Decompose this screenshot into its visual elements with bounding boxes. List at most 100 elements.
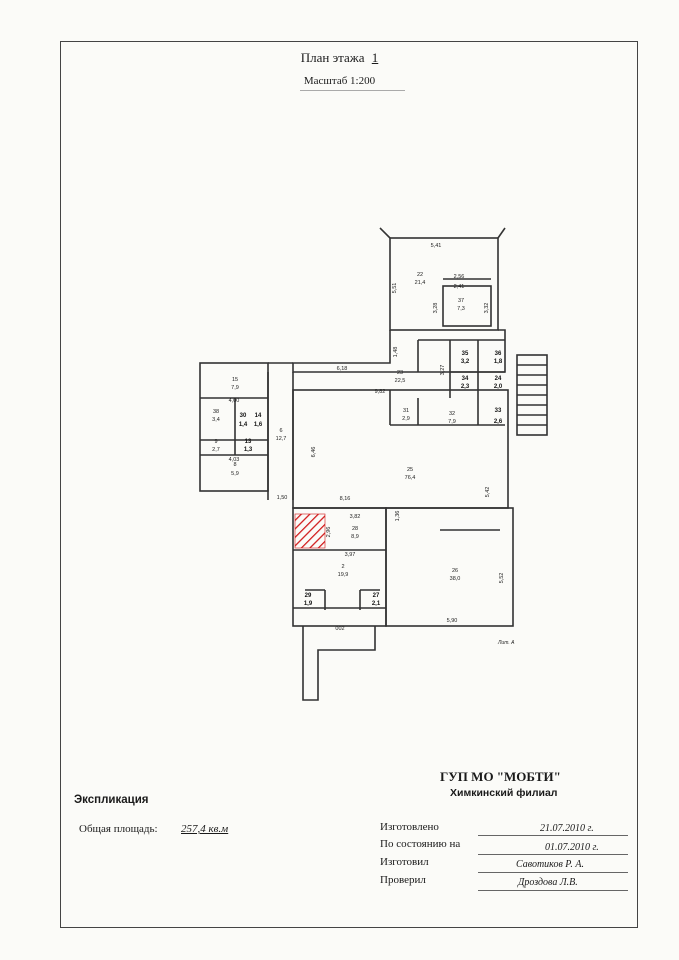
room-id: 32 [449,411,455,417]
room-area: 2,0 [494,384,503,390]
svg-text:3,2: 3,2 [461,359,470,365]
svg-text:22: 22 [417,272,423,278]
room-id: 31 [403,408,409,414]
author-label: Изготовил [380,856,429,868]
dimension: 5,52 [499,573,505,584]
room-id: 15 [232,377,238,383]
dimension: 1,50 [277,495,288,501]
room-id: 25 [407,467,413,473]
total-area-label: Общая площадь: [79,823,158,835]
explication-title: Экспликация [74,794,149,806]
svg-text:2,3: 2,3 [461,384,470,390]
svg-text:19,9: 19,9 [338,572,349,578]
room-area: 2,9 [402,416,410,422]
room-id: 2 [341,564,344,570]
room-area: 19,9 [338,572,349,578]
svg-text:32: 32 [449,411,455,417]
dimension: 3,32 [484,303,490,314]
room-area: 7,3 [457,306,465,312]
dimension: 5,90 [447,618,458,624]
room-area: 7,9 [448,419,456,425]
svg-text:33: 33 [495,408,502,414]
svg-text:30: 30 [240,413,247,419]
room-id: 36 [495,351,502,357]
author-underline [478,872,628,873]
room-id: 6 [279,428,282,434]
scale-underline [300,90,405,91]
drawing-frame [60,41,638,928]
svg-text:8,9: 8,9 [351,534,359,540]
room-area: 2,6 [494,419,503,425]
organization-name: ГУП МО "МОБТИ" [440,769,561,784]
room-id: 37 [458,298,464,304]
svg-text:2: 2 [341,564,344,570]
svg-text:2,7: 2,7 [212,447,220,453]
svg-text:2,6: 2,6 [494,419,503,425]
exit-label: 002 [335,626,344,632]
room-area: 2,7 [212,447,220,453]
svg-text:1,3: 1,3 [244,447,253,453]
room-id: 38 [213,409,219,415]
svg-text:1,9: 1,9 [304,601,313,607]
room-id: 23 [397,370,403,376]
svg-text:23: 23 [397,370,403,376]
svg-text:24: 24 [495,376,502,382]
room-area: 12,7 [276,436,287,442]
room-area: 1,4 [239,422,248,428]
room-id: 28 [352,526,358,532]
svg-text:38: 38 [213,409,219,415]
svg-text:14: 14 [255,413,262,419]
dimension: 6,18 [337,366,348,372]
room-id: 30 [240,413,247,419]
svg-text:2,9: 2,9 [402,416,410,422]
dimension: 5,51 [392,283,398,294]
dimension: 3,28 [433,303,439,314]
room-id: 24 [495,376,502,382]
svg-text:7,9: 7,9 [448,419,456,425]
room-id: 35 [462,351,469,357]
room-id: 9 [214,439,217,445]
room-area: 5,9 [231,471,239,477]
room-area: 2,3 [461,384,470,390]
made-value: 21.07.2010 г. [540,823,594,834]
room-area: 7,9 [231,385,239,391]
dimension: 3,27 [440,365,446,376]
svg-text:3,4: 3,4 [212,417,220,423]
svg-text:1,6: 1,6 [254,422,263,428]
plan-scale: Масштаб 1:200 [303,75,376,87]
room-area: 1,6 [254,422,263,428]
svg-text:34: 34 [462,376,469,382]
svg-text:26: 26 [452,568,458,574]
svg-text:1,4: 1,4 [239,422,248,428]
svg-text:35: 35 [462,351,469,357]
svg-text:31: 31 [403,408,409,414]
svg-text:7,9: 7,9 [231,385,239,391]
room-area: 1,3 [244,447,253,453]
dimension: 5,42 [485,487,491,498]
room-id: 8 [233,462,236,468]
room-id: 34 [462,376,469,382]
svg-text:9: 9 [214,439,217,445]
svg-text:25: 25 [407,467,413,473]
room-id: 13 [245,439,252,445]
dimension: 1,36 [395,511,401,522]
svg-text:36: 36 [495,351,502,357]
svg-text:37: 37 [458,298,464,304]
room-area: 1,9 [304,601,313,607]
dimension: 9,82 [375,389,386,395]
room-area: 3,2 [461,359,470,365]
made-underline [478,835,628,836]
total-area-value: 257,4 кв.м [181,823,229,835]
svg-text:7,3: 7,3 [457,306,465,312]
room-id: 22 [417,272,423,278]
dimension-labels: 5,41 2,56 2,41 5,51 3,28 3,32 1,48 6,18 … [229,243,505,624]
room-id: 27 [373,593,380,599]
svg-text:28: 28 [352,526,358,532]
branch-name: Химкинский филиал [450,787,558,799]
dimension: 4,00 [229,398,240,404]
svg-text:13: 13 [245,439,252,445]
dimension: 1,48 [393,347,399,358]
svg-text:1,8: 1,8 [494,359,503,365]
hatched-area [294,513,326,549]
